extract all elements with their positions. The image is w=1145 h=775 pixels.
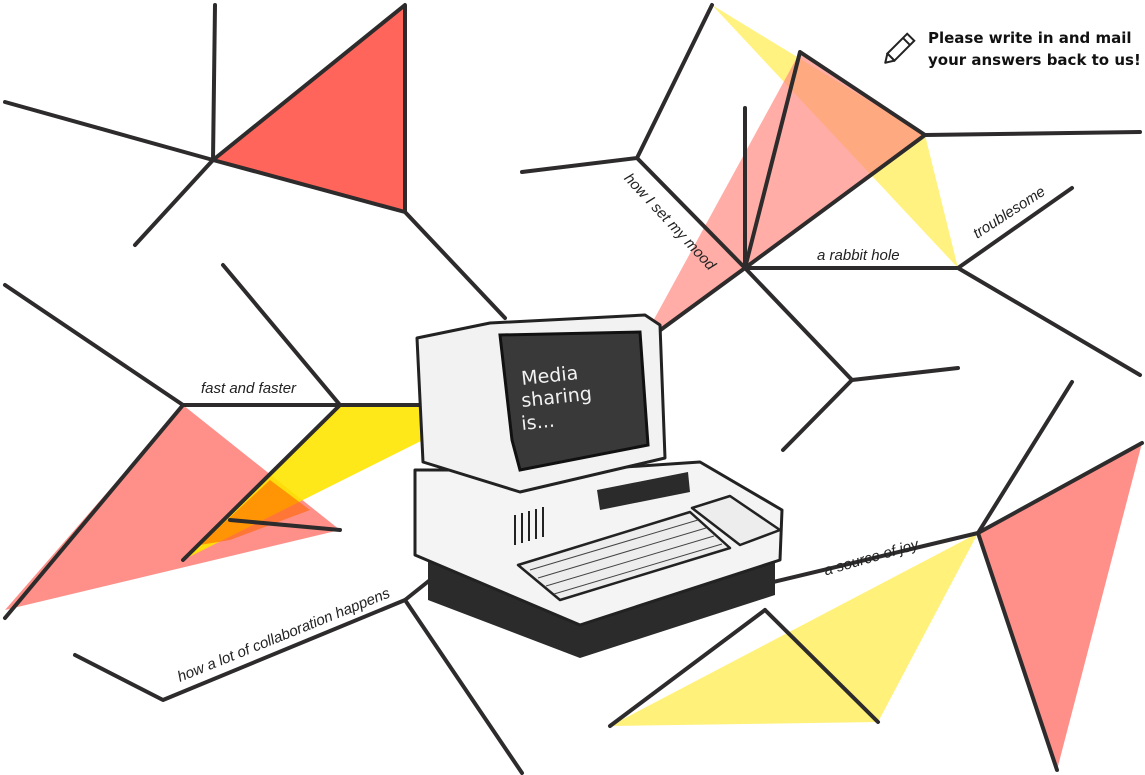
pink-triangle-top <box>640 52 925 345</box>
red-triangle-top-left <box>213 5 405 212</box>
mail-instruction-line2: your answers back to us! <box>928 49 1141 71</box>
pencil-icon <box>878 30 918 70</box>
answer-a-rabbit-hole: a rabbit hole <box>817 247 900 264</box>
mail-instruction: Please write in and mail your answers ba… <box>928 27 1141 71</box>
mail-instruction-line1: Please write in and mail <box>928 27 1141 49</box>
retro-computer-illustration: Media sharing is... <box>415 315 782 658</box>
answer-fast-and-faster: fast and faster <box>201 380 296 397</box>
screen-text-line3: is... <box>520 410 555 435</box>
